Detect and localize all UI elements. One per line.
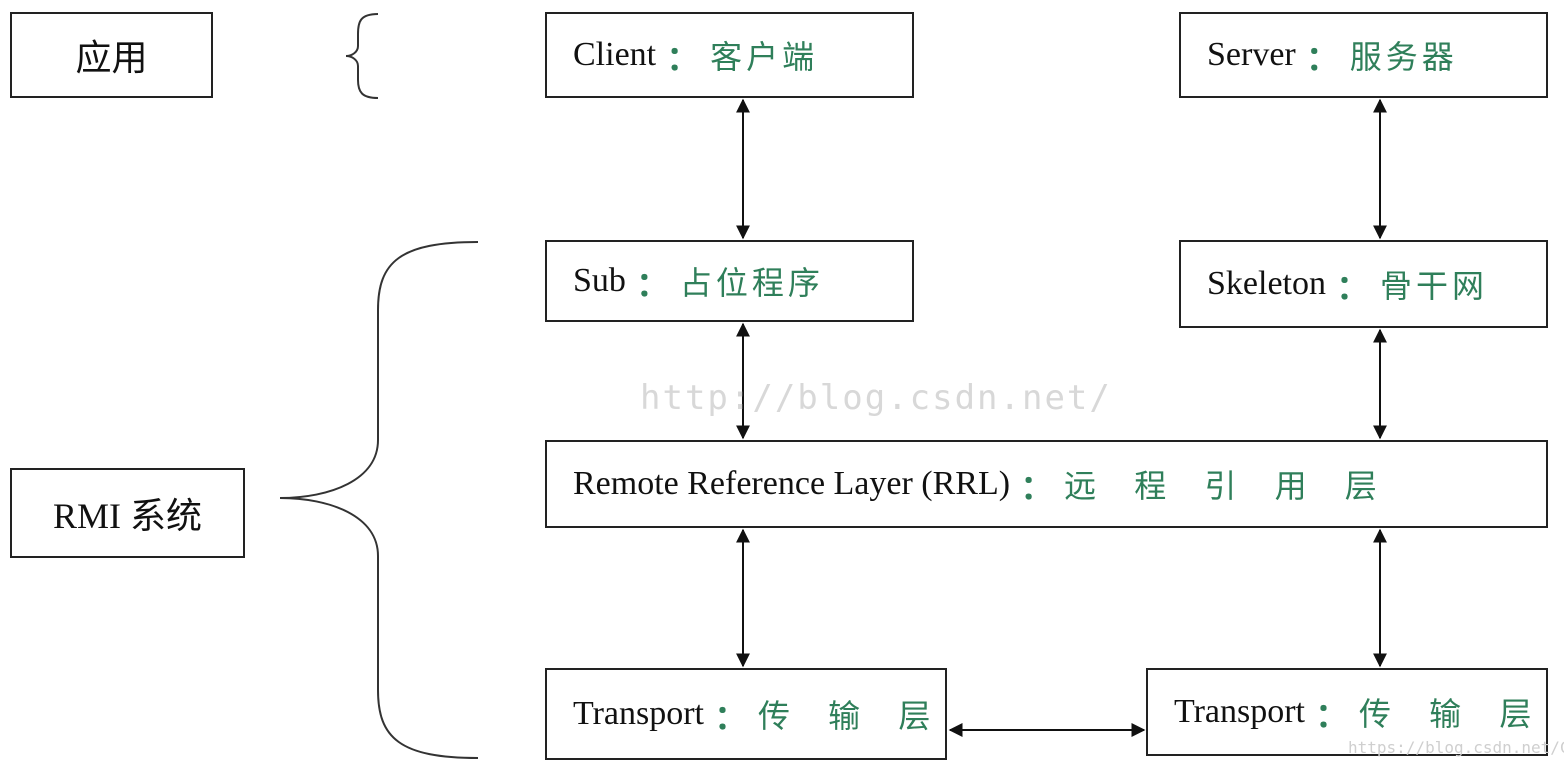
application-label-box: 应用 <box>10 12 213 98</box>
server-name: Server <box>1207 36 1296 73</box>
server-separator: ： <box>1305 40 1340 78</box>
client-node: Client ： 客户端 <box>545 12 914 98</box>
server-chinese: 服务器 <box>1349 38 1458 76</box>
rrl-separator: ： <box>1020 469 1055 507</box>
rrl-node: Remote Reference Layer (RRL) ： 远 程 引 用 层 <box>545 440 1548 528</box>
transport-left-node: Transport ： 传 输 层 <box>545 668 947 760</box>
watermark-corner: https://blog.csdn.net/CandyYS <box>1348 738 1564 757</box>
sub-name: Sub <box>573 262 626 299</box>
rmi-system-label-box: RMI 系统 <box>10 468 245 558</box>
sub-node: Sub ： 占位程序 <box>545 240 914 322</box>
watermark-center: http://blog.csdn.net/ <box>640 378 1112 418</box>
transport-left-chinese: 传 输 层 <box>758 697 945 735</box>
application-label: 应用 <box>75 38 148 79</box>
client-name: Client <box>573 36 657 73</box>
skeleton-name: Skeleton <box>1207 265 1326 302</box>
sub-chinese: 占位程序 <box>679 264 824 302</box>
client-separator: ： <box>666 40 701 78</box>
transport-right-chinese: 传 输 层 <box>1359 695 1546 733</box>
transport-left-separator: ： <box>714 699 748 737</box>
transport-right-name: Transport <box>1174 693 1305 730</box>
rrl-chinese: 远 程 引 用 层 <box>1064 467 1391 505</box>
sub-separator: ： <box>635 266 670 304</box>
transport-left-name: Transport <box>573 695 704 732</box>
skeleton-chinese: 骨干网 <box>1379 267 1488 305</box>
transport-right-separator: ： <box>1315 697 1349 735</box>
transport-right-node: Transport ： 传 输 层 <box>1146 668 1548 756</box>
application-brace <box>345 13 379 99</box>
rmi-system-label: RMI 系统 <box>52 496 202 536</box>
skeleton-separator: ： <box>1335 269 1370 307</box>
client-chinese: 客户端 <box>710 38 819 76</box>
skeleton-node: Skeleton ： 骨干网 <box>1179 240 1548 328</box>
rmi-system-brace <box>279 241 479 759</box>
server-node: Server ： 服务器 <box>1179 12 1548 98</box>
rrl-name: Remote Reference Layer (RRL) <box>573 465 1011 502</box>
